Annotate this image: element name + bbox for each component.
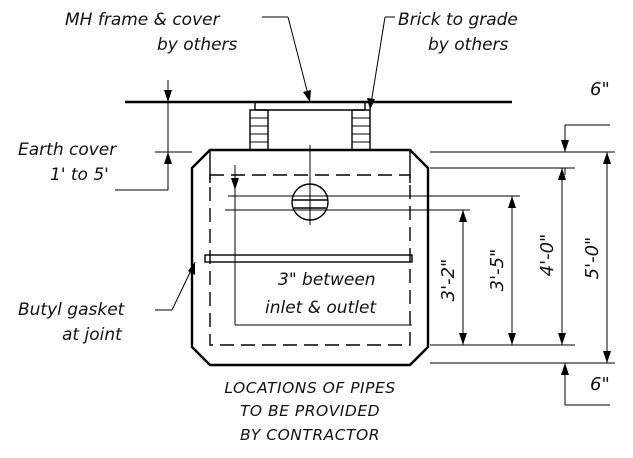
inlet-depth-label: 3'-2" [438, 259, 459, 302]
bottom-offset-dimension [561, 363, 610, 406]
inside-height-dimension [558, 168, 566, 345]
tank-interior-dashed [209, 174, 411, 346]
earth-cover-label-line2: 1' to 5' [50, 165, 109, 185]
inlet-pipe-circle [291, 183, 329, 221]
outlet-depth-label: 3'-5" [487, 249, 508, 292]
tank-outer-wall [190, 148, 430, 367]
butyl-gasket-label-line2: at joint [62, 325, 123, 345]
between-label-line1: 3" between [278, 270, 376, 290]
earth-cover-dimension [115, 80, 192, 191]
extension-lines [430, 151, 615, 364]
tank-joint-band [204, 254, 413, 263]
mh-frame-label-line1: MH frame & cover [65, 10, 221, 30]
butyl-gasket-leader [155, 261, 196, 311]
inlet-depth-dimension [459, 210, 467, 345]
between-label-line2: inlet & outlet [265, 298, 377, 318]
brick-courses-left [249, 109, 269, 151]
inside-height-label: 4'-0" [537, 234, 558, 277]
outside-height-dimension [603, 152, 611, 363]
outlet-depth-dimension [508, 196, 516, 345]
mh-frame-label-line2: by others [157, 35, 238, 55]
note-line1: LOCATIONS OF PIPES [224, 379, 395, 397]
manhole-frame-cover [254, 102, 366, 111]
brick-label-line1: Brick to grade [398, 10, 518, 30]
top-offset-dimension [561, 124, 610, 175]
brick-courses-right [351, 109, 371, 151]
butyl-gasket-label-line1: Butyl gasket [18, 300, 126, 320]
note-line3: BY CONTRACTOR [240, 426, 380, 444]
outside-height-label: 5'-0" [582, 237, 603, 280]
top-offset-label: 6" [590, 79, 610, 100]
bottom-offset-label: 6" [590, 374, 610, 395]
brick-label-line2: by others [428, 35, 509, 55]
mh-frame-leader [262, 16, 311, 103]
earth-cover-label-line1: Earth cover [18, 140, 117, 160]
note-line2: TO BE PROVIDED [240, 402, 380, 420]
brick-leader [367, 16, 395, 111]
